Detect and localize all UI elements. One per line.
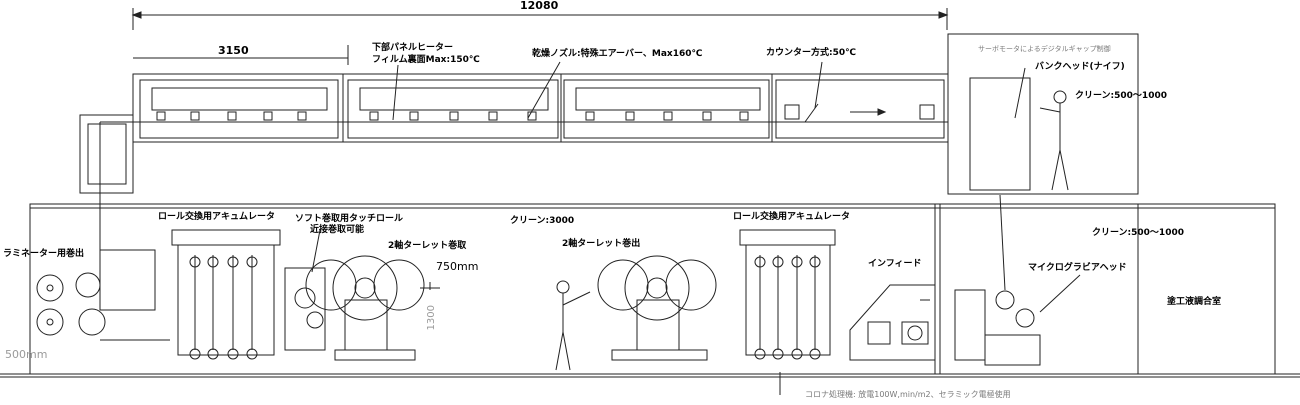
infeed-label: インフィード	[868, 259, 922, 269]
clean-upper-label: クリーン:500～1000	[1075, 91, 1167, 101]
roll-small-dim: 500mm	[5, 348, 48, 361]
nozzle-label: 乾燥ノズル:特殊エアーバー、Max160℃	[532, 49, 703, 59]
total-length-dim: 12080	[520, 0, 559, 12]
counter-label: カウンター方式:50℃	[766, 48, 857, 58]
lower-panel-heater-label: 下部パネルヒーター	[372, 43, 454, 53]
mixing-room-label: 塗工液調合室	[1167, 297, 1222, 307]
accumulator-left-label: ロール交換用アキュムレータ	[158, 212, 276, 222]
turret-wind-label: 2軸ターレット巻取	[388, 241, 467, 251]
bank-head-label: バンクヘッド(ナイフ)	[1035, 62, 1125, 72]
turret-unwind-label: 2軸ターレット巻出	[562, 239, 641, 249]
clean-center-label: クリーン:3000	[510, 216, 575, 226]
laminator-unwind-label: ラミネーター用巻出	[3, 249, 85, 259]
microgravure-label: マイクログラビアヘッド	[1028, 263, 1127, 273]
film-back-label: フィルム裏面Max:150℃	[372, 55, 480, 65]
clean-lower-label: クリーン:500～1000	[1092, 228, 1184, 238]
contact-wind-label: 近接巻取可能	[310, 225, 365, 235]
section-length-dim: 3150	[218, 44, 249, 57]
roll-diameter-dim: 750mm	[436, 260, 479, 273]
servo-note: サーボモータによるデジタルギャップ制御	[978, 45, 1111, 53]
accumulator-right-label: ロール交換用アキュムレータ	[733, 212, 851, 222]
height-dim: 1300	[426, 305, 437, 331]
soft-touch-roll-label: ソフト巻取用タッチロール	[295, 214, 404, 224]
corona-label: コロナ処理機: 放電100W,min/m2、セラミック電極使用	[805, 390, 1011, 399]
